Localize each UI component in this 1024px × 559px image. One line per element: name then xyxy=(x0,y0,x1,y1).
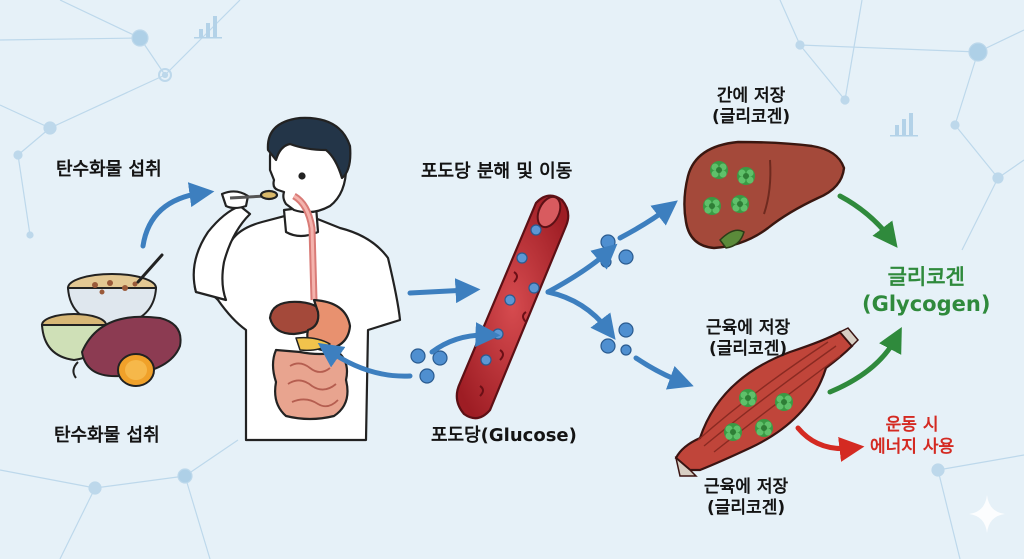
exercise-line2: 에너지 사용 xyxy=(870,437,955,457)
intake-bottom-label: 탄수화물 섭취 xyxy=(54,425,160,446)
muscle-storage-mid-label: 근육에 저장 (글리코겐) xyxy=(706,318,790,360)
intake-top-label: 탄수화물 섭취 xyxy=(56,159,162,180)
person-digestive-icon xyxy=(192,116,402,442)
exercise-line1: 운동 시 xyxy=(885,415,939,435)
flow-arrows xyxy=(140,182,694,390)
liver-storage-line2: (글리코겐) xyxy=(712,107,791,127)
glycogen-ko: 글리코겐 xyxy=(887,265,965,289)
muscle-icon xyxy=(674,327,860,477)
muscle-storage-bottom-line1: 근육에 저장 xyxy=(704,477,789,497)
bar-chart-icon xyxy=(194,16,222,39)
digest-title-label: 포도당 분해 및 이동 xyxy=(421,161,573,182)
exercise-energy-label: 운동 시 에너지 사용 xyxy=(870,414,954,458)
bar-chart-icon xyxy=(890,113,918,137)
liver-storage-line1: 간에 저장 xyxy=(716,86,786,106)
blood-vessel-icon xyxy=(455,194,570,420)
muscle-storage-bottom-line2: (글리코겐) xyxy=(707,498,786,518)
muscle-storage-mid-line1: 근육에 저장 xyxy=(706,318,791,338)
sparkle-icon xyxy=(969,495,1005,533)
muscle-storage-bottom-label: 근육에 저장 (글리코겐) xyxy=(704,477,788,519)
food-bowls-icon xyxy=(40,253,182,387)
liver-icon xyxy=(683,140,846,250)
liver-storage-label: 간에 저장 (글리코겐) xyxy=(712,86,790,128)
muscle-storage-mid-line2: (글리코겐) xyxy=(709,339,788,359)
glucose-label: 포도당(Glucose) xyxy=(431,425,577,446)
storage-arrows xyxy=(827,193,902,395)
glycogen-label: 글리코겐 (Glycogen) xyxy=(862,264,990,318)
glycogen-en: (Glycogen) xyxy=(862,292,991,316)
energy-arrow xyxy=(795,425,865,462)
